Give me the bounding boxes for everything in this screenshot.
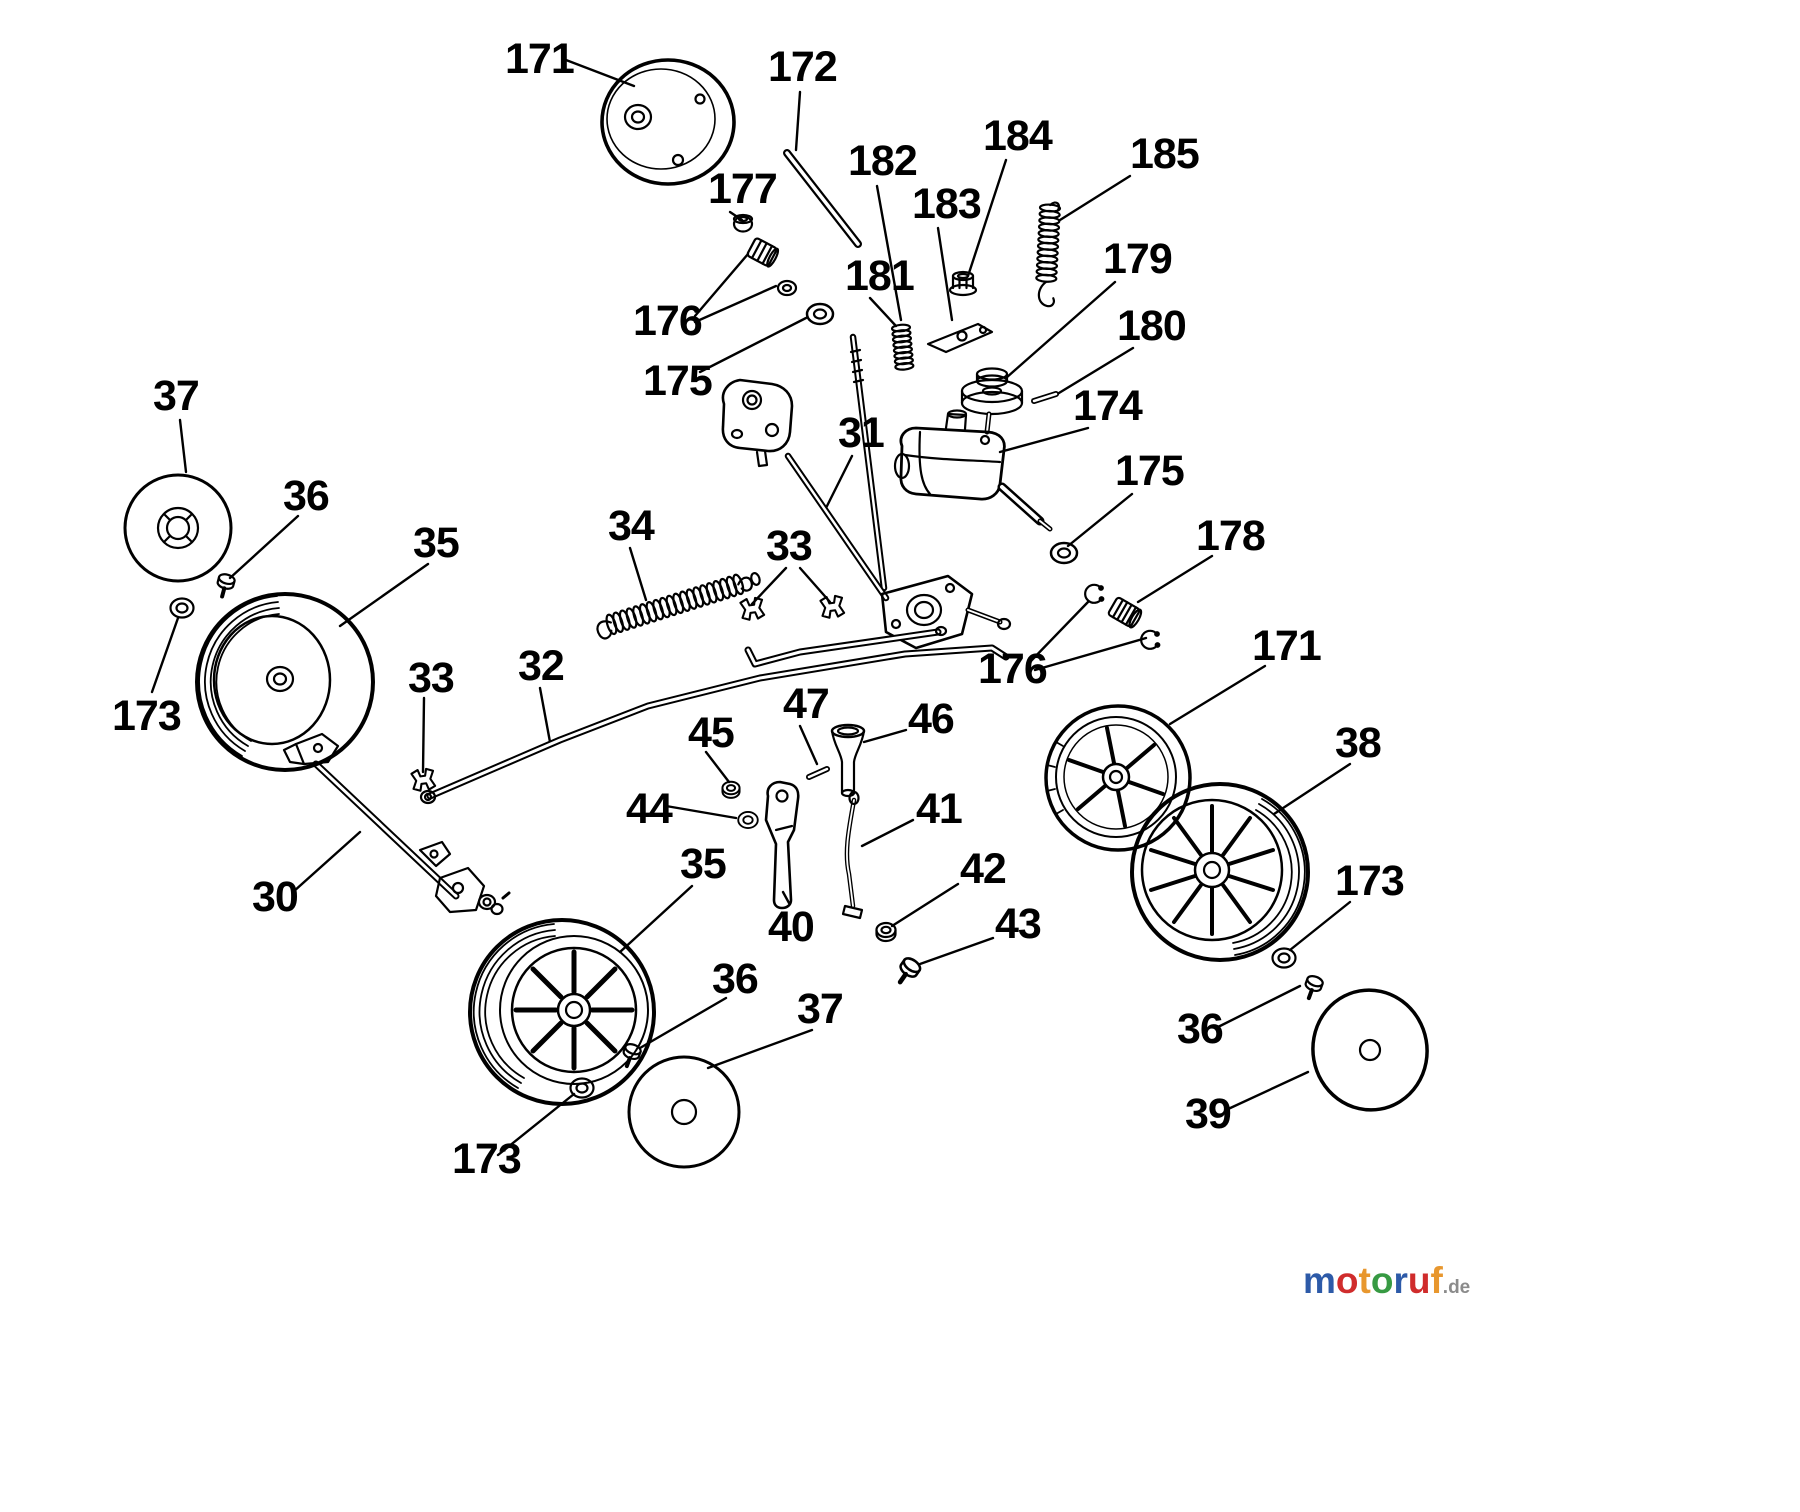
part-flat-pin xyxy=(806,766,830,780)
part-label-172: 172 xyxy=(768,43,838,91)
part-washer-44 xyxy=(737,810,759,830)
part-label-36-right: 36 xyxy=(1177,1005,1224,1053)
part-bolt-cap xyxy=(732,213,754,233)
part-label-38: 38 xyxy=(1335,719,1382,767)
part-bolt-right xyxy=(1299,972,1327,1003)
part-label-43: 43 xyxy=(995,900,1042,948)
part-label-46: 46 xyxy=(908,695,955,743)
part-flange-nut xyxy=(948,270,978,297)
part-label-183: 183 xyxy=(912,180,982,228)
part-label-181: 181 xyxy=(845,252,915,300)
part-bearing-set-right xyxy=(1084,583,1161,650)
part-washer-upper xyxy=(805,302,835,326)
part-label-173-bottom: 173 xyxy=(452,1135,522,1183)
part-label-30: 30 xyxy=(252,873,299,921)
part-gearbox xyxy=(893,409,1053,532)
part-label-174: 174 xyxy=(1073,382,1143,430)
part-label-40: 40 xyxy=(768,903,815,951)
part-washer-right-wheel xyxy=(1271,947,1297,969)
part-label-42: 42 xyxy=(960,845,1007,893)
part-label-184: 184 xyxy=(983,112,1053,160)
part-label-35-bottom: 35 xyxy=(680,840,727,888)
leader-lines xyxy=(150,58,1352,1157)
part-bearing-coupler-upper xyxy=(746,237,798,297)
part-label-171-right: 171 xyxy=(1252,622,1322,670)
logo-letter: o xyxy=(1370,1260,1394,1301)
part-funnel-grip xyxy=(830,723,866,798)
part-label-34: 34 xyxy=(608,502,655,550)
part-wheel-rear-left xyxy=(195,592,375,772)
logo-letter: o xyxy=(1335,1260,1359,1301)
part-bolt-43 xyxy=(893,956,923,988)
part-label-173-right: 173 xyxy=(1335,857,1405,905)
part-handle-lever xyxy=(764,780,800,910)
part-drive-shaft xyxy=(849,333,888,592)
part-label-45: 45 xyxy=(688,709,735,757)
part-hub-cap-right xyxy=(1311,988,1429,1112)
part-bolt-left xyxy=(212,570,238,601)
part-cable-clips xyxy=(409,593,846,793)
part-label-44: 44 xyxy=(626,785,673,833)
part-front-axle xyxy=(282,732,511,916)
part-bracket-plate xyxy=(926,322,994,354)
part-washer-left xyxy=(169,597,195,619)
part-pin xyxy=(1031,391,1059,404)
part-washer-bottom xyxy=(569,1077,595,1099)
part-label-176-upper: 176 xyxy=(633,297,703,345)
part-hub-cap-top xyxy=(600,58,736,186)
part-label-178: 178 xyxy=(1196,512,1266,560)
part-mounting-plate xyxy=(721,378,794,468)
part-tie-bar xyxy=(419,625,1010,805)
logo-letter: r xyxy=(1393,1260,1408,1301)
part-control-rod xyxy=(784,452,890,602)
part-label-36-bottom: 36 xyxy=(712,955,759,1003)
logo-letter: u xyxy=(1407,1260,1431,1301)
part-label-185: 185 xyxy=(1130,130,1200,178)
part-washer-right xyxy=(1049,541,1079,565)
part-label-35-left: 35 xyxy=(413,519,460,567)
part-hub-cap-bottom xyxy=(627,1055,741,1169)
part-label-177: 177 xyxy=(708,165,778,213)
part-label-182: 182 xyxy=(848,137,918,185)
part-label-175-right: 175 xyxy=(1115,447,1185,495)
logo-suffix: .de xyxy=(1442,1277,1471,1298)
part-label-32: 32 xyxy=(518,642,565,690)
part-label-176-right: 176 xyxy=(978,645,1048,693)
part-label-41: 41 xyxy=(916,785,963,833)
part-tension-spring xyxy=(1035,201,1062,308)
part-label-33-left: 33 xyxy=(408,654,455,702)
part-label-171-top: 171 xyxy=(505,35,575,83)
part-wheel-inner-right xyxy=(1044,704,1192,852)
part-label-47: 47 xyxy=(783,680,830,728)
part-wheel-rear-right xyxy=(1130,782,1310,962)
part-label-37-left: 37 xyxy=(153,372,200,420)
part-label-33-upper: 33 xyxy=(766,522,813,570)
part-label-36-left: 36 xyxy=(283,472,330,520)
part-label-39: 39 xyxy=(1185,1090,1232,1138)
logo-letter: t xyxy=(1358,1260,1371,1301)
part-nut-42 xyxy=(875,921,897,943)
part-lower-bracket xyxy=(880,574,1012,650)
part-label-37-bottom: 37 xyxy=(797,985,844,1033)
part-link-rod xyxy=(841,790,864,920)
part-label-179: 179 xyxy=(1103,235,1173,283)
part-label-180: 180 xyxy=(1117,302,1187,350)
logo-letter: f xyxy=(1430,1260,1443,1301)
motoruf-logo[interactable]: motoruf.de xyxy=(1303,1262,1470,1299)
part-hub-cap-left xyxy=(123,473,233,583)
part-nut-45 xyxy=(721,780,741,799)
part-label-31: 31 xyxy=(838,409,885,457)
part-axle-rod xyxy=(783,149,862,248)
part-label-175-upper: 175 xyxy=(643,357,713,405)
part-label-173-left: 173 xyxy=(112,692,182,740)
part-wheel-front-center xyxy=(468,918,656,1106)
part-extension-spring xyxy=(596,572,761,640)
logo-letter: m xyxy=(1303,1260,1336,1301)
part-pulley xyxy=(960,367,1024,416)
part-spring-small xyxy=(890,322,915,372)
